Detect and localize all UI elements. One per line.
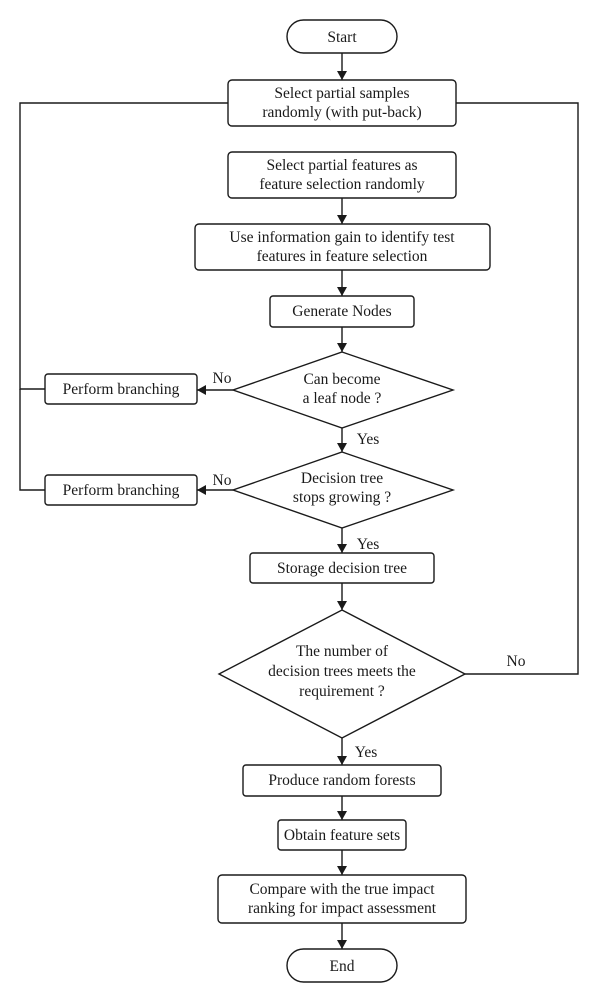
tree-count-decision-label-line1: The number of [296, 643, 389, 660]
select-features-label-line1: Select partial features as [266, 157, 417, 174]
leaf-node-decision-label-line2: a leaf node ? [303, 390, 382, 407]
information-gain-label-line2: features in feature selection [257, 248, 428, 265]
perform-branching-step-1: Perform branching [44, 373, 198, 405]
leaf-no-arrowhead [197, 385, 206, 395]
produce-to-obtain-arrowhead [337, 811, 347, 820]
perform-branching-label-1: Perform branching [63, 381, 180, 398]
leaf-no-label: No [213, 370, 232, 387]
growth-no-label: No [213, 472, 232, 489]
produce-random-forests-label: Produce random forests [268, 772, 415, 789]
storage-to-count-arrowhead [337, 601, 347, 610]
information-gain-step: Use information gain to identify test fe… [194, 223, 491, 271]
count-to-produce-arrowhead [337, 756, 347, 765]
obtain-feature-sets-step: Obtain feature sets [277, 819, 407, 851]
leaf-yes-label: Yes [357, 431, 380, 448]
count-no-loop-line [456, 102, 579, 675]
branch-2-loop-line [19, 389, 45, 491]
growth-yes-label: Yes [357, 536, 380, 553]
obtain-feature-sets-label: Obtain feature sets [284, 827, 400, 844]
select-samples-label-line2: randomly (with put-back) [262, 104, 421, 121]
compare-to-end-arrowhead [337, 940, 347, 949]
produce-random-forests-step: Produce random forests [242, 764, 442, 797]
compare-impact-label-line2: ranking for impact assessment [248, 900, 437, 917]
select-samples-label-line1: Select partial samples [274, 85, 409, 102]
nodes-to-leaf-arrowhead [337, 343, 347, 352]
start-terminator: Start [286, 19, 398, 54]
count-yes-label: Yes [355, 744, 378, 761]
tree-count-decision-label-line2: decision trees meets the [268, 663, 416, 680]
leaf-node-decision: Can become a leaf node ? [230, 351, 456, 429]
tree-count-decision: The number of decision trees meets the r… [217, 609, 467, 739]
growth-no-arrowhead [197, 485, 206, 495]
perform-branching-step-2: Perform branching [44, 474, 198, 506]
perform-branching-label-2: Perform branching [63, 482, 180, 499]
generate-nodes-step: Generate Nodes [269, 295, 415, 328]
branch-1-loop-line [19, 102, 228, 390]
features-to-gain-arrowhead [337, 215, 347, 224]
stops-growing-decision-label-line1: Decision tree [301, 470, 383, 487]
tree-count-decision-label-line3: requirement ? [299, 683, 385, 700]
end-label: End [330, 958, 355, 975]
compare-impact-label-line1: Compare with the true impact [249, 881, 435, 898]
start-to-samples-arrowhead [337, 71, 347, 80]
storage-decision-tree-step: Storage decision tree [249, 552, 435, 584]
select-features-step: Select partial features as feature selec… [227, 151, 457, 199]
leaf-to-growth-arrowhead [337, 443, 347, 452]
stops-growing-decision: Decision tree stops growing ? [230, 451, 456, 529]
select-features-label-line2: feature selection randomly [259, 176, 425, 193]
start-label: Start [327, 29, 357, 46]
leaf-node-decision-label-line1: Can become [303, 371, 380, 388]
select-samples-step: Select partial samples randomly (with pu… [227, 79, 457, 127]
compare-impact-step: Compare with the true impact ranking for… [217, 874, 467, 924]
stops-growing-decision-label-line2: stops growing ? [293, 489, 391, 506]
growth-to-storage-arrowhead [337, 544, 347, 553]
gain-to-nodes-arrowhead [337, 287, 347, 296]
count-no-label: No [507, 653, 526, 670]
storage-decision-tree-label: Storage decision tree [277, 560, 407, 577]
obtain-to-compare-arrowhead [337, 866, 347, 875]
information-gain-label-line1: Use information gain to identify test [229, 229, 455, 246]
connectors [19, 53, 579, 949]
end-terminator: End [286, 948, 398, 983]
generate-nodes-label: Generate Nodes [292, 303, 391, 320]
